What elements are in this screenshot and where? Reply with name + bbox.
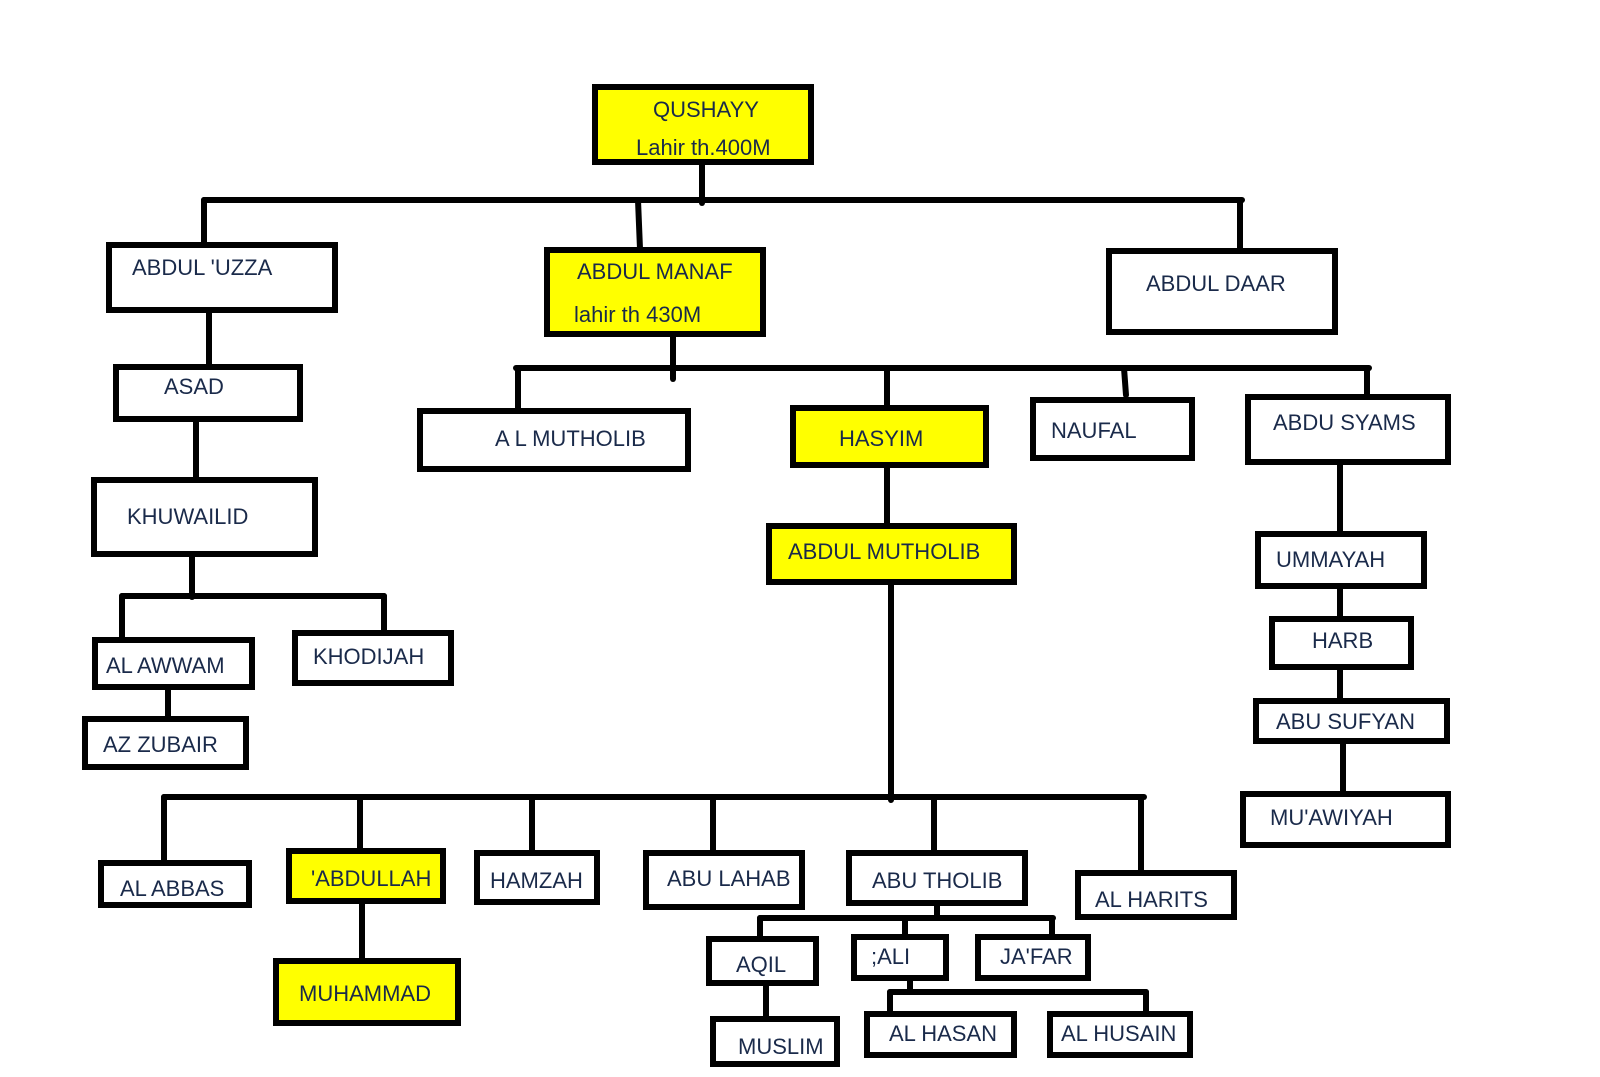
node-al-hasan: AL HASAN bbox=[864, 1011, 1017, 1058]
node-harb: HARB bbox=[1269, 616, 1414, 670]
node-label: MU'AWIYAH bbox=[1270, 805, 1393, 830]
node-label: AL ABBAS bbox=[120, 876, 225, 901]
node-jafar: JA'FAR bbox=[975, 934, 1091, 981]
node-qushayy: QUSHAYY Lahir th.400M bbox=[592, 84, 814, 165]
node-label: A L MUTHOLIB bbox=[495, 426, 646, 451]
node-abdullah: 'ABDULLAH bbox=[286, 848, 446, 904]
node-muhammad: MUHAMMAD bbox=[273, 958, 461, 1026]
node-aqil: AQIL bbox=[706, 936, 819, 986]
node-khodijah: KHODIJAH bbox=[292, 630, 454, 686]
node-label: ABDUL 'UZZA bbox=[132, 255, 273, 280]
node-label: MUSLIM bbox=[738, 1034, 824, 1059]
node-label: AL HARITS bbox=[1095, 887, 1208, 912]
node-al-abbas: AL ABBAS bbox=[98, 860, 252, 908]
node-naufal: NAUFAL bbox=[1030, 397, 1195, 461]
node-label: MUHAMMAD bbox=[299, 981, 431, 1006]
node-label: ABDUL MUTHOLIB bbox=[788, 539, 981, 564]
node-label: ASAD bbox=[164, 374, 224, 399]
node-asad: ASAD bbox=[113, 364, 303, 422]
node-label: HARB bbox=[1312, 628, 1374, 653]
node-hasyim: HASYIM bbox=[790, 405, 989, 468]
node-birth-note: Lahir th.400M bbox=[636, 135, 771, 160]
node-label: AL HUSAIN bbox=[1061, 1021, 1177, 1046]
connector-line bbox=[1121, 365, 1129, 398]
node-label: AZ ZUBAIR bbox=[103, 732, 218, 757]
node-al-husain: AL HUSAIN bbox=[1047, 1011, 1193, 1058]
connector-line bbox=[635, 197, 643, 252]
node-label: QUSHAYY bbox=[653, 97, 759, 122]
node-label: ABU SUFYAN bbox=[1276, 709, 1415, 734]
node-label: ABDUL MANAF bbox=[577, 259, 733, 284]
node-abdul-daar: ABDUL DAAR bbox=[1106, 248, 1338, 335]
node-al-harits: AL HARITS bbox=[1075, 870, 1237, 920]
node-abdu-syams: ABDU SYAMS bbox=[1245, 394, 1451, 465]
node-label: AL AWWAM bbox=[106, 653, 225, 678]
node-label: KHODIJAH bbox=[313, 644, 425, 669]
node-abu-sufyan: ABU SUFYAN bbox=[1253, 698, 1450, 744]
node-label: ABU LAHAB bbox=[667, 866, 791, 891]
node-muawiyah: MU'AWIYAH bbox=[1240, 791, 1451, 848]
node-label: NAUFAL bbox=[1051, 418, 1137, 443]
node-abdul-manaf: ABDUL MANAF lahir th 430M bbox=[544, 247, 766, 337]
node-label: AL HASAN bbox=[889, 1021, 998, 1046]
node-az-zubair: AZ ZUBAIR bbox=[82, 716, 249, 770]
node-label: JA'FAR bbox=[1000, 944, 1073, 969]
node-hamzah: HAMZAH bbox=[474, 850, 600, 905]
node-abu-tholib: ABU THOLIB bbox=[846, 850, 1028, 906]
node-label: ABDU SYAMS bbox=[1273, 410, 1416, 435]
node-abdul-mutholib: ABDUL MUTHOLIB bbox=[766, 523, 1017, 585]
node-label: HASYIM bbox=[839, 426, 924, 451]
node-label: ABU THOLIB bbox=[872, 868, 1003, 893]
node-khuwailid: KHUWAILID bbox=[91, 477, 318, 557]
node-label: AQIL bbox=[736, 952, 787, 977]
node-ali: ;ALI bbox=[851, 934, 949, 981]
node-label: HAMZAH bbox=[490, 868, 583, 893]
node-label: 'ABDULLAH bbox=[311, 866, 432, 891]
node-al-awwam: AL AWWAM bbox=[92, 637, 255, 690]
node-label: KHUWAILID bbox=[127, 504, 249, 529]
node-al-mutholib: A L MUTHOLIB bbox=[417, 408, 691, 472]
node-birth-note: lahir th 430M bbox=[574, 302, 702, 327]
node-muslim: MUSLIM bbox=[710, 1016, 840, 1067]
node-label: ;ALI bbox=[871, 944, 911, 969]
node-abdul-uzza: ABDUL 'UZZA bbox=[106, 242, 338, 313]
node-abu-lahab: ABU LAHAB bbox=[643, 850, 805, 910]
node-label: UMMAYAH bbox=[1276, 547, 1386, 572]
node-label: ABDUL DAAR bbox=[1146, 271, 1286, 296]
node-ummayah: UMMAYAH bbox=[1255, 531, 1427, 589]
